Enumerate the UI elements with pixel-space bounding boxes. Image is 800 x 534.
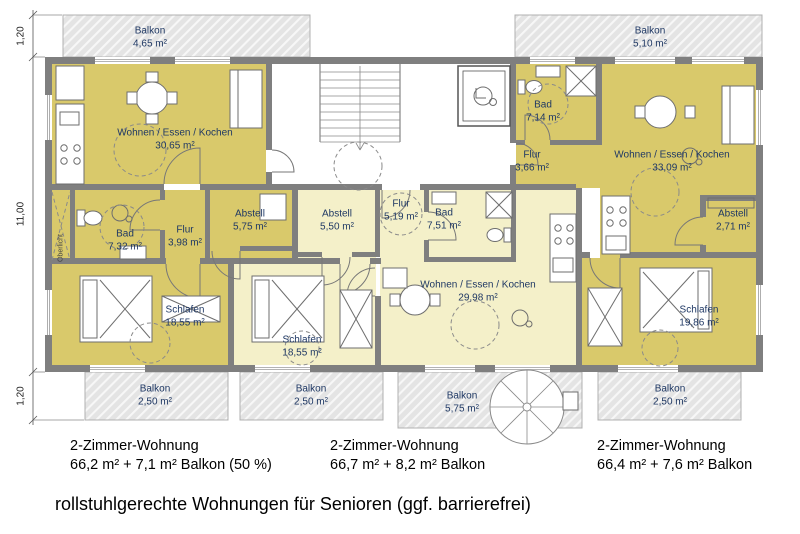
dining-table-mid-icon bbox=[382, 267, 441, 316]
room-label-oberlicht: Oberlicht bbox=[57, 233, 65, 263]
dimension-label-middle: 11,00 bbox=[15, 201, 27, 227]
page-title: rollstuhlgerechte Wohnungen für Senioren… bbox=[55, 494, 531, 514]
walls bbox=[45, 57, 763, 372]
bathroom-left-icons bbox=[76, 204, 147, 260]
dining-table-left-icon bbox=[126, 71, 178, 125]
balcony-top-right bbox=[514, 14, 763, 58]
bed-mid-icon bbox=[251, 275, 373, 349]
sofa-right-icon bbox=[721, 85, 755, 145]
dimension-lines bbox=[28, 10, 84, 425]
dining-table-right-icon bbox=[634, 95, 696, 129]
balconies bbox=[62, 14, 763, 429]
balcony-bottom-mid-left bbox=[239, 371, 384, 421]
room-fill-mid-wohnen bbox=[380, 190, 576, 365]
balcony-bottom-right bbox=[597, 371, 742, 421]
bed-left-icon bbox=[79, 275, 221, 343]
kitchen-left-icon bbox=[55, 65, 85, 185]
shelf-right-icon bbox=[707, 197, 755, 209]
washer-left-icon bbox=[259, 193, 287, 221]
room-fill-right-top bbox=[516, 64, 756, 188]
dimension-label-top: 1,20 bbox=[15, 26, 27, 46]
room-fill-left-bad-row bbox=[52, 190, 292, 264]
bathroom-mid-icons bbox=[431, 191, 513, 243]
stairs-icon bbox=[319, 64, 401, 151]
turning-circles bbox=[99, 83, 680, 367]
kitchen-mid-icon bbox=[549, 213, 577, 283]
skylight-shaft-icon bbox=[51, 191, 71, 261]
dimension-label-bottom: 1,20 bbox=[15, 386, 27, 406]
bed-right-icon bbox=[587, 267, 713, 347]
sofa-left-icon bbox=[229, 69, 263, 129]
balcony-table-icon bbox=[562, 391, 579, 411]
balcony-top-left bbox=[62, 14, 311, 58]
kitchen-right-icon bbox=[601, 195, 631, 255]
room-fill-mid-abstell bbox=[298, 190, 376, 264]
wheelchair-mid-icon bbox=[511, 309, 533, 328]
windows bbox=[45, 57, 763, 372]
parasol-icon bbox=[489, 369, 579, 445]
bathroom-right-icons bbox=[517, 65, 597, 97]
wheelchair-right-icon bbox=[681, 147, 703, 166]
furniture bbox=[51, 65, 755, 349]
elevator-icon bbox=[457, 65, 511, 127]
